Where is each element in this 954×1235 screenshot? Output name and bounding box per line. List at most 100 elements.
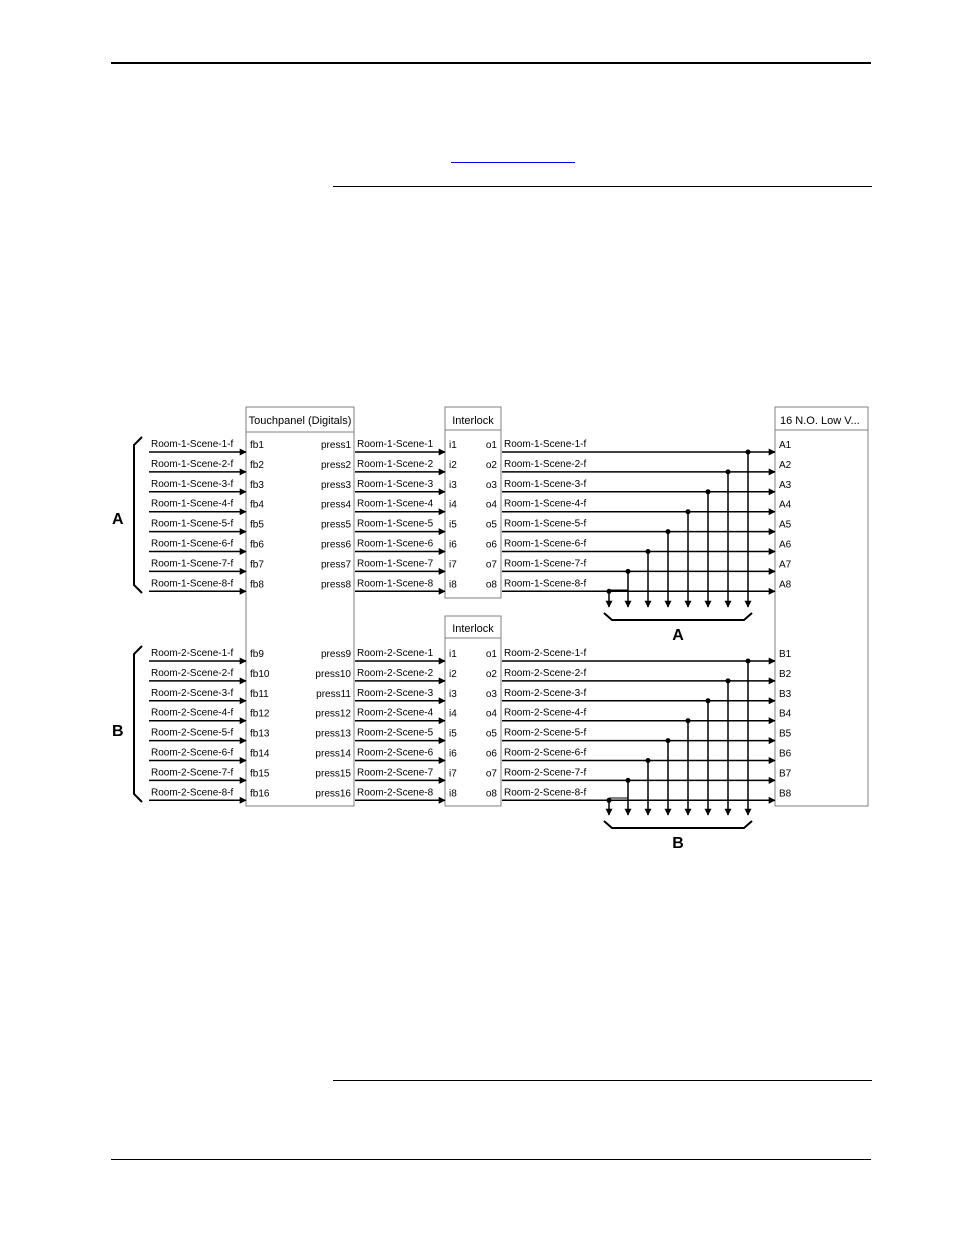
group-b-bottom-label: B	[672, 835, 684, 852]
fb-signal-label: Room-1-Scene-2-f	[151, 459, 233, 470]
fb-signal-label: Room-2-Scene-4-f	[151, 708, 233, 719]
press-signal-label: Room-1-Scene-2	[357, 459, 434, 470]
group-a-label: A	[112, 511, 124, 528]
interlock-input-port: i2	[449, 460, 457, 471]
fb-signal-label: Room-1-Scene-4-f	[151, 499, 233, 510]
press-signal-label: Room-1-Scene-4	[357, 499, 434, 510]
relay-title: 16 N.O. Low V...	[780, 415, 860, 427]
touchpanel-input-port: fb11	[250, 689, 269, 700]
touchpanel-output-port: press5	[321, 520, 351, 531]
touchpanel-output-port: press6	[321, 540, 351, 551]
output-signal-label: Room-2-Scene-8-f	[504, 787, 586, 798]
touchpanel-output-port: press3	[321, 480, 351, 491]
output-signal-label: Room-2-Scene-4-f	[504, 708, 586, 719]
interlock-input-port: i7	[449, 768, 457, 779]
section-divider-top	[333, 186, 872, 187]
touchpanel-input-port: fb4	[250, 500, 264, 511]
fb-signal-label: Room-1-Scene-1-f	[151, 439, 233, 450]
interlock-input-port: i5	[449, 729, 457, 740]
touchpanel-input-port: fb6	[250, 540, 264, 551]
touchpanel-output-port: press10	[315, 669, 351, 680]
touchpanel-input-port: fb15	[250, 768, 270, 779]
interlock-input-port: i3	[449, 689, 457, 700]
wires-layer	[149, 448, 776, 816]
output-signal-label: Room-2-Scene-5-f	[504, 728, 586, 739]
relay-input-port: A8	[779, 579, 792, 590]
interlock-output-port: o3	[486, 480, 498, 491]
touchpanel-output-port: press1	[321, 440, 351, 451]
interlock-input-port: i7	[449, 559, 457, 570]
fb-signal-label: Room-2-Scene-1-f	[151, 648, 233, 659]
touchpanel-input-port: fb5	[250, 520, 264, 531]
relay-input-port: B5	[779, 729, 792, 740]
touchpanel-input-port: fb1	[250, 440, 264, 451]
touchpanel-input-port: fb9	[250, 649, 264, 660]
interlock-output-port: o5	[486, 520, 498, 531]
interlock-b-title: Interlock	[452, 623, 494, 635]
relay-input-port: A4	[779, 500, 792, 511]
fb-signal-label: Room-1-Scene-5-f	[151, 519, 233, 530]
group-a-brace	[133, 436, 143, 594]
interlock-output-port: o4	[486, 709, 498, 720]
interlock-a-symbol[interactable]: Interlock	[444, 406, 502, 599]
interlock-output-port: o6	[486, 540, 498, 551]
touchpanel-input-port: fb13	[250, 729, 270, 740]
output-signal-label: Room-1-Scene-8-f	[504, 578, 586, 589]
link-underline[interactable]	[451, 162, 575, 163]
group-b-bottom-brace	[603, 820, 753, 829]
interlock-output-port: o8	[486, 579, 498, 590]
touchpanel-output-port: press11	[316, 689, 351, 700]
interlock-b-symbol[interactable]: Interlock	[444, 615, 502, 807]
output-signal-label: Room-2-Scene-2-f	[504, 668, 586, 679]
output-signal-label: Room-1-Scene-6-f	[504, 539, 586, 550]
output-signal-label: Room-1-Scene-2-f	[504, 459, 586, 470]
relay-input-port: A1	[779, 440, 792, 451]
interlock-output-port: o6	[486, 749, 498, 760]
relay-input-port: B4	[779, 709, 792, 720]
touchpanel-output-port: press16	[315, 788, 351, 799]
interlock-output-port: o7	[486, 768, 498, 779]
interlock-output-port: o1	[486, 649, 498, 660]
relay-input-port: A2	[779, 460, 792, 471]
press-signal-label: Room-2-Scene-3	[357, 688, 434, 699]
fb-signal-label: Room-1-Scene-3-f	[151, 479, 233, 490]
fb-signal-label: Room-1-Scene-6-f	[151, 539, 233, 550]
relay-input-port: B2	[779, 669, 792, 680]
press-signal-label: Room-2-Scene-1	[357, 648, 434, 659]
interlock-a-title: Interlock	[452, 415, 494, 427]
interlock-output-port: o1	[486, 440, 498, 451]
interlock-input-port: i3	[449, 480, 457, 491]
touchpanel-title: Touchpanel (Digitals)	[249, 415, 352, 427]
touchpanel-input-port: fb8	[250, 579, 264, 590]
touchpanel-output-port: press2	[321, 460, 351, 471]
relay-input-port: A7	[779, 559, 792, 570]
touchpanel-output-port: press12	[315, 709, 351, 720]
touchpanel-symbol[interactable]: Touchpanel (Digitals)	[245, 406, 355, 807]
fb-signal-label: Room-1-Scene-7-f	[151, 558, 233, 569]
fb-signal-label: Room-2-Scene-5-f	[151, 728, 233, 739]
relay-input-port: A6	[779, 540, 792, 551]
output-signal-label: Room-1-Scene-1-f	[504, 439, 586, 450]
interlock-output-port: o8	[486, 788, 498, 799]
relay-input-port: B3	[779, 689, 792, 700]
interlock-input-port: i2	[449, 669, 457, 680]
press-signal-label: Room-1-Scene-5	[357, 519, 434, 530]
group-a-bottom-brace	[603, 612, 753, 621]
output-signal-label: Room-2-Scene-6-f	[504, 748, 586, 759]
group-a-bottom-label: A	[672, 627, 684, 644]
interlock-input-port: i8	[449, 788, 457, 799]
interlock-input-port: i4	[449, 709, 457, 720]
press-signal-label: Room-2-Scene-6	[357, 748, 434, 759]
output-signal-label: Room-1-Scene-4-f	[504, 499, 586, 510]
touchpanel-output-port: press9	[321, 649, 351, 660]
touchpanel-output-port: press7	[321, 559, 351, 570]
interlock-input-port: i5	[449, 520, 457, 531]
section-divider-bottom	[333, 1080, 872, 1081]
relay-symbol[interactable]: 16 N.O. Low V...	[774, 406, 869, 807]
press-signal-label: Room-1-Scene-6	[357, 539, 434, 550]
press-signal-label: Room-2-Scene-7	[357, 767, 434, 778]
touchpanel-input-port: fb16	[250, 788, 270, 799]
touchpanel-output-port: press13	[315, 729, 351, 740]
fb-signal-label: Room-2-Scene-2-f	[151, 668, 233, 679]
